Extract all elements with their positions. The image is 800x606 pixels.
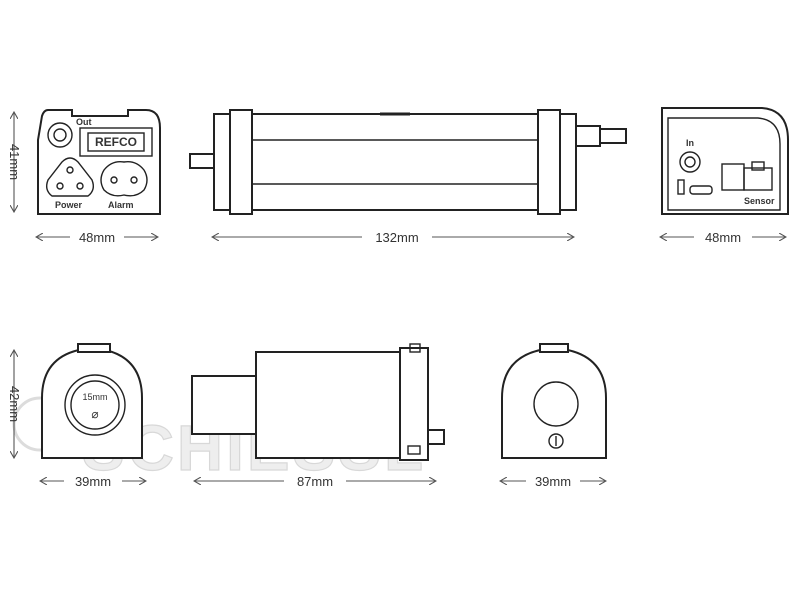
bottom-side-length-dimension: 87mm [194,474,436,489]
bottom-side-length-label: 87mm [297,474,333,489]
brand-logo: REFCO [95,135,137,149]
sensor-label: Sensor [744,196,775,206]
out-port-label: Out [76,117,92,127]
left-end-cap [229,109,253,215]
main-tube [213,113,577,211]
diameter-symbol: ⌀ [91,407,98,421]
mount-clamp [399,347,429,461]
top-front-view: Out REFCO Power Alarm [37,109,161,215]
hole-size-label: 15mm [82,392,107,402]
mounting-hole [70,380,120,430]
top-front-height-label: 41mm [7,144,22,180]
top-front-width-dimension: 48mm [36,230,158,245]
bottom-rear-width-dimension: 39mm [500,474,606,489]
in-port-icon [679,151,701,173]
mounting-hole-outer [64,374,126,436]
rear-led-icon [548,433,564,449]
alarm-socket-icon [100,160,148,197]
top-rear-width-label: 48mm [705,230,741,245]
logo-plate [79,127,153,157]
right-end-cap [537,109,561,215]
top-side-length-dimension: 132mm [212,230,574,245]
bottom-rear-view [501,343,607,459]
alarm-label: Alarm [108,200,134,210]
bottom-front-width-dimension: 39mm [40,474,146,489]
bottom-front-width-label: 39mm [75,474,111,489]
top-front-height-dimension: 41mm [7,112,22,212]
bottom-side-view [191,343,445,461]
out-port-icon [47,122,73,148]
bottom-front-height-dimension: 42mm [7,350,22,458]
top-rear-width-dimension: 48mm [660,230,786,245]
top-rear-view: In Sensor [661,107,789,215]
top-side-length-label: 132mm [375,230,418,245]
top-side-view [189,109,627,215]
top-front-width-label: 48mm [79,230,115,245]
bottom-rear-width-label: 39mm [535,474,571,489]
rear-button-icon [533,381,579,427]
mount-body [255,351,403,459]
power-label: Power [55,200,83,210]
in-port-label: In [686,138,694,148]
sensor-connector-icon [743,167,773,191]
bottom-front-view: 15mm ⌀ [41,343,143,459]
power-socket-icon [45,157,95,197]
usb-port-icon [689,185,713,195]
bottom-front-height-label: 42mm [7,386,22,422]
